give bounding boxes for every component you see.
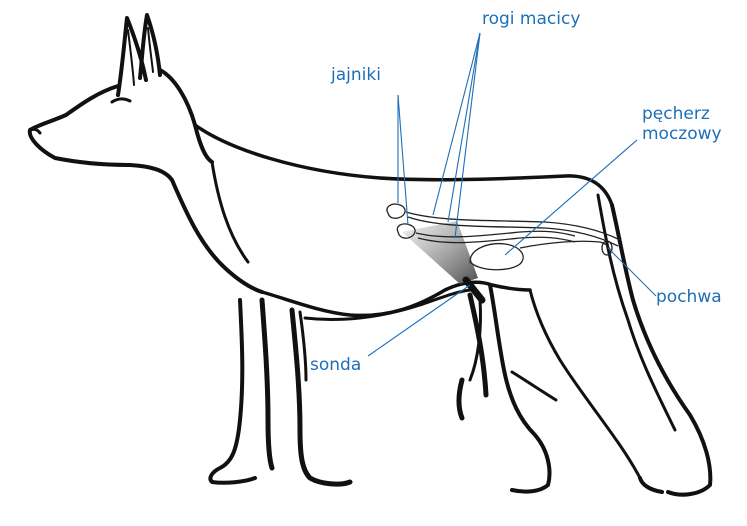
label-bladder: pęcherz moczowy (642, 105, 722, 144)
label-ovaries: jajniki (331, 66, 381, 86)
vagina-tract (520, 241, 611, 255)
label-bladder-line2: moczowy (642, 125, 722, 145)
front-leg-left (210, 300, 255, 483)
leader-horns-1 (433, 33, 480, 215)
bladder (470, 244, 523, 270)
ovary-upper (387, 204, 405, 218)
chest-outline (172, 180, 262, 292)
label-vagina: pochwa (656, 288, 722, 308)
leader-probe (368, 285, 470, 356)
label-probe: sonda (310, 356, 361, 376)
head-outline (160, 70, 212, 162)
label-uterine-horns: rogi macicy (482, 10, 580, 30)
eye (112, 99, 130, 102)
rear-leg-back (612, 205, 710, 495)
leader-horns-3 (455, 33, 480, 238)
label-bladder-line1: pęcherz (642, 105, 722, 125)
probe-beam (402, 221, 478, 284)
hind-leg-front (490, 285, 549, 492)
front-leg-right (292, 310, 350, 484)
leader-horns-2 (448, 33, 480, 222)
